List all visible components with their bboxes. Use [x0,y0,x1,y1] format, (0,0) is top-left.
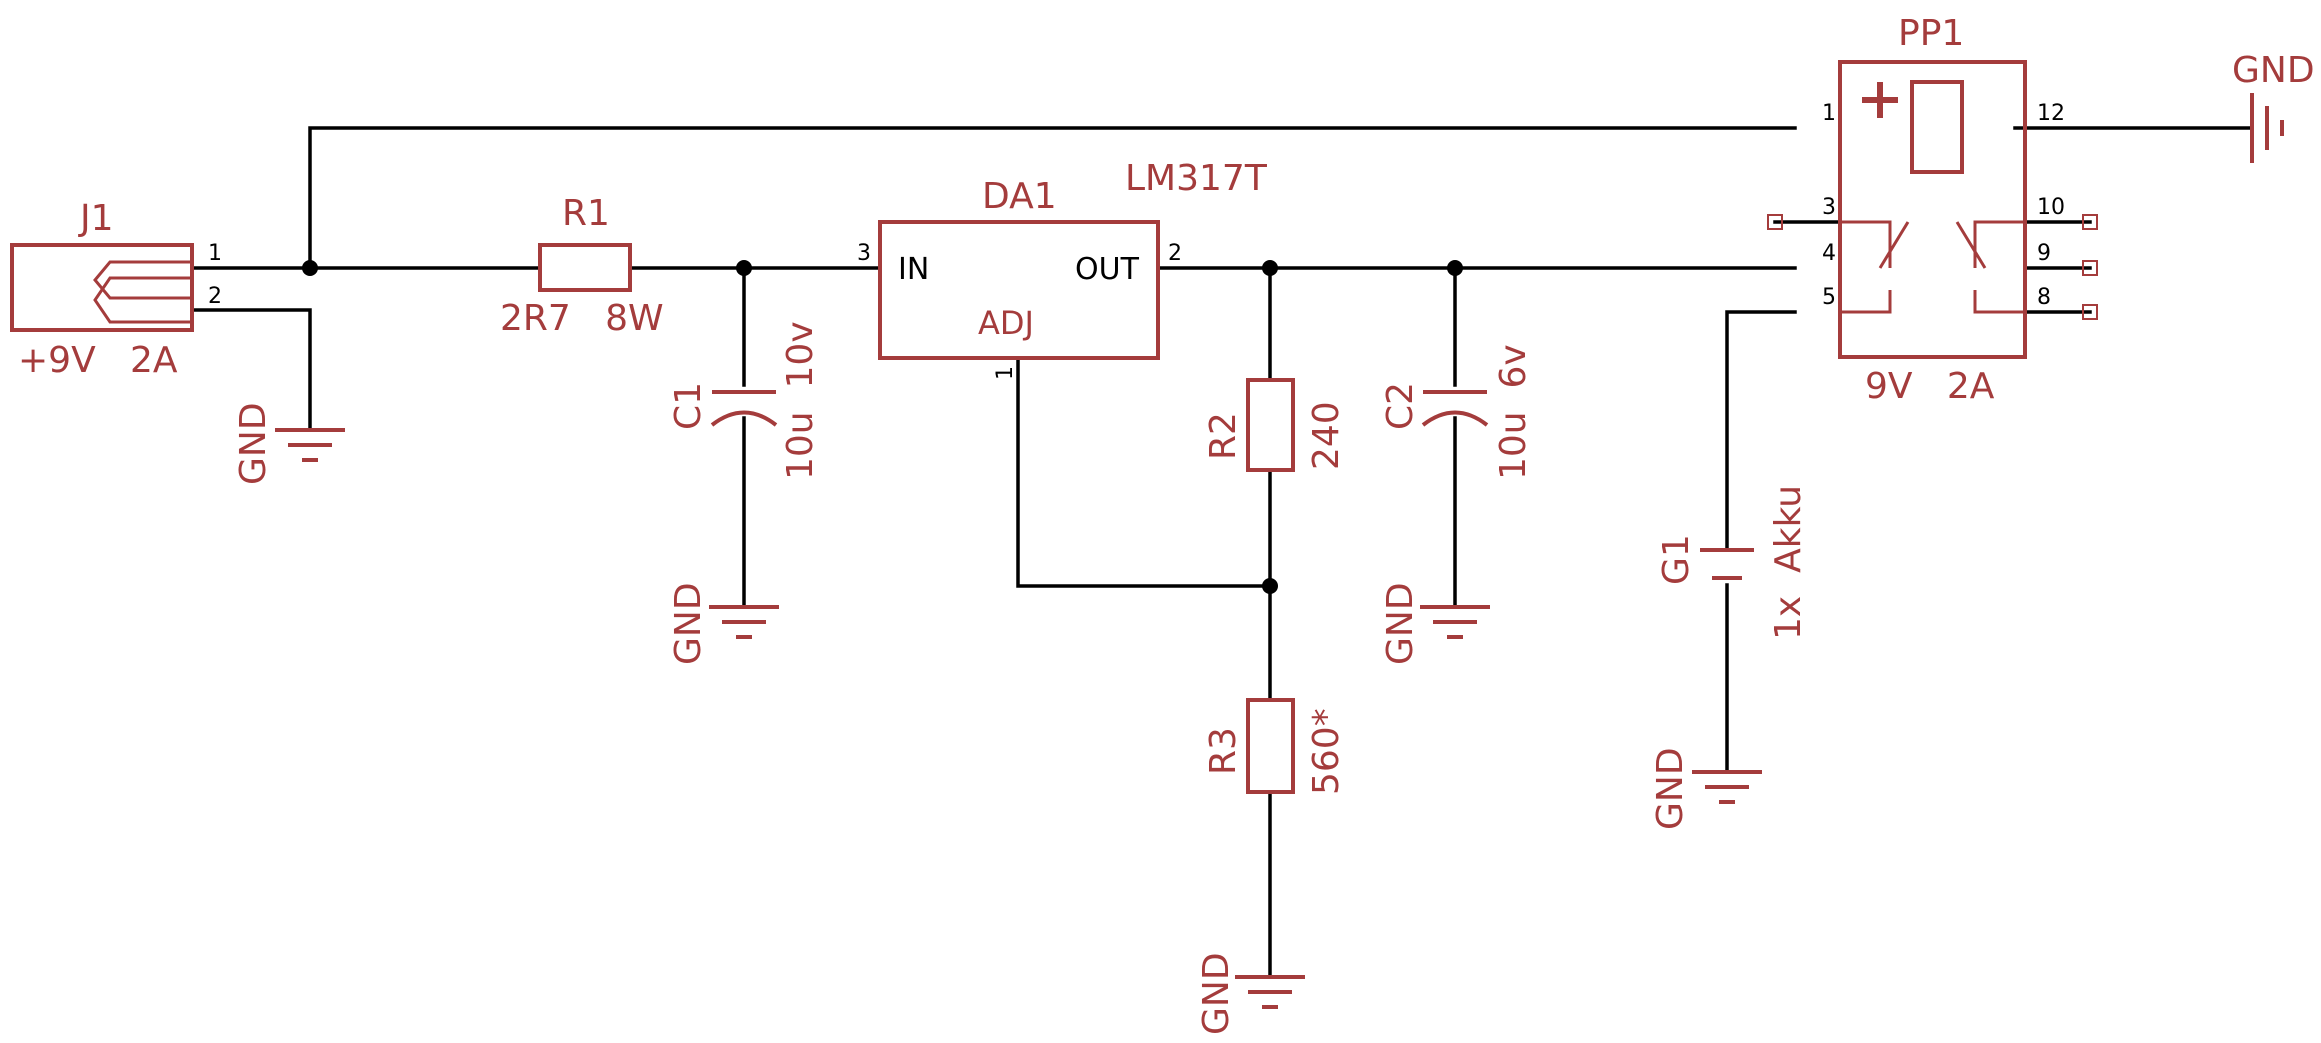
gnd-symbol-j1: GND [233,402,345,485]
wire-j1-gnd [190,308,312,432]
g1-value: 1x Akku [1768,485,1809,640]
g1-ref: G1 [1656,534,1697,585]
da1-part: LM317T [1125,158,1268,199]
wire-top-bus [308,126,1797,270]
resistor-r2: R2 240 [1203,378,1347,472]
pp1-pin-3: 3 [1822,195,1836,220]
c1-plate-curved [710,410,778,427]
r1-body [538,243,632,292]
r2-ref: R2 [1203,412,1244,460]
resistor-r3: R3 560* [1203,698,1347,795]
c1-value: 10u 10v [780,321,821,480]
pp1-pin-8: 8 [2037,285,2051,310]
connector-j1: J1 +9V 2A 1 2 [10,198,222,381]
battery-g1: G1 1x Akku [1656,485,1809,640]
pp1-contact-left [1840,290,1892,314]
pp1-pin-square [2082,304,2098,320]
da1-pin-out-label: OUT [1075,252,1140,287]
pp1-pin-10: 10 [2037,195,2065,220]
da1-pin-1: 1 [993,366,1018,380]
r3-body [1246,698,1295,794]
gnd-label: GND [1650,747,1691,830]
j1-pin-1: 1 [208,241,222,266]
pp1-value: 9V 2A [1865,366,1995,407]
j1-ref: J1 [78,198,114,239]
j1-value: +9V 2A [18,340,178,381]
relay-pp1: PP1 9V 2A 1 12 3 10 4 9 5 8 [1767,13,2098,407]
pp1-ref: PP1 [1898,13,1964,54]
resistor-r1: R1 2R7 8W [500,193,664,339]
da1-ref: DA1 [982,176,1057,217]
da1-pin-2: 2 [1168,241,1182,266]
pp1-coil [1910,80,1964,174]
wire-adj [1016,356,1272,588]
pp1-pin-9: 9 [2037,241,2051,266]
junction-dot [736,260,752,276]
gnd-symbol-pp1: GND [2232,50,2315,163]
pp1-pin-square [2082,260,2098,276]
pp1-pin-1: 1 [1822,101,1836,126]
c1-ref: C1 [668,382,709,430]
r1-ref: R1 [562,193,610,234]
da1-pin-in-label: IN [898,252,929,287]
pp1-pin-12: 12 [2037,101,2065,126]
r3-value: 560* [1306,708,1347,795]
c2-ref: C2 [1380,382,1421,430]
gnd-label: GND [233,402,274,485]
junction-dot [1262,578,1278,594]
gnd-label: GND [1196,952,1237,1035]
gnd-label: GND [1380,582,1421,665]
regulator-da1: DA1 LM317T IN OUT ADJ 3 2 1 [857,158,1268,380]
j1-body [10,243,194,332]
pp1-pin-square [2082,214,2098,230]
junction-dot [302,260,318,276]
gnd-symbol-c1: GND [668,582,779,665]
pp1-pin-4: 4 [1822,241,1836,266]
c2-value: 10u 6v [1493,344,1534,480]
pp1-switch-arm-right [1955,221,1987,269]
junction-dot [1262,260,1278,276]
gnd-label: GND [668,582,709,665]
j1-pin-2: 2 [208,284,222,309]
r1-value: 2R7 8W [500,298,664,339]
pp1-contact-right [1973,290,2025,314]
gnd-label: GND [2232,50,2315,91]
da1-pin-3: 3 [857,241,871,266]
c2-plate-curved [1421,410,1489,427]
da1-body [878,220,1160,360]
capacitor-c2: C2 10u 6v [1380,344,1534,480]
gnd-symbol-g1: GND [1650,747,1762,830]
gnd-symbol-r3: GND [1196,952,1305,1035]
r2-body [1246,378,1295,472]
junctions [302,260,1463,594]
da1-pin-adj-label: ADJ [978,304,1034,342]
gnd-symbol-c2: GND [1380,582,1490,665]
pp1-body [1838,60,2027,359]
wires [190,126,2252,977]
r3-ref: R3 [1203,727,1244,775]
wire-g1 [1725,310,1797,549]
junction-dot [1447,260,1463,276]
pp1-pin-5: 5 [1822,285,1836,310]
j1-jack-shape [93,276,192,324]
capacitor-c1: C1 10u 10v [668,321,821,480]
j1-jack-shape [93,260,192,300]
pp1-switch-arm-left [1878,221,1910,269]
r2-value: 240 [1306,401,1347,470]
pp1-pin-square [1767,214,1783,230]
